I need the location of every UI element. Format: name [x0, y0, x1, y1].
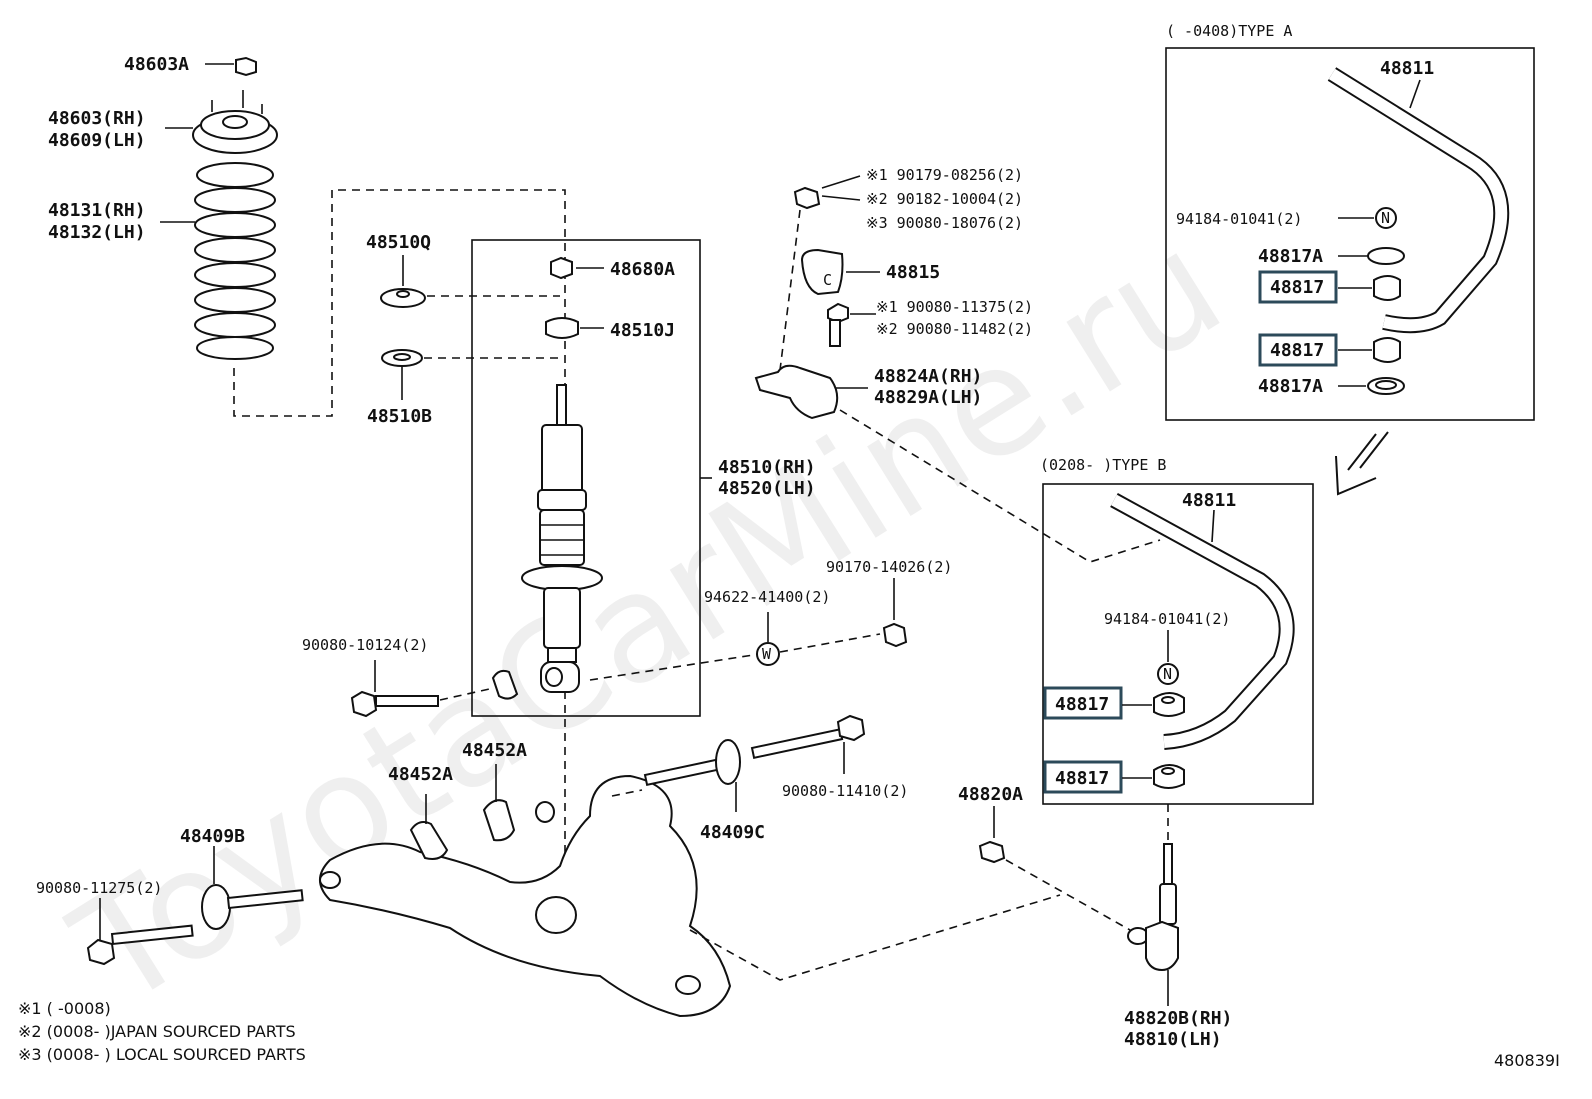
type-a-stabilizer-label: 48811 [1380, 58, 1434, 79]
label-90080-11410: 90080-11410(2) [782, 782, 908, 800]
label-48132-lh: 48132(LH) [48, 222, 146, 243]
cam-bolt-48409b[interactable] [201, 884, 304, 930]
type-a-to-b-arrow-icon [1335, 431, 1389, 496]
label-48131-rh: 48131(RH) [48, 200, 146, 221]
type-b-nut-label: 94184-01041(2) [1104, 610, 1230, 628]
nut-48820a[interactable] [978, 840, 1006, 864]
label-90080-18076: ※3 90080-18076(2) [866, 214, 1023, 232]
label-48820b-rh: 48820B(RH) [1124, 1008, 1232, 1029]
label-48603a: 48603A [124, 54, 189, 75]
type-b-bushing-upper-label: 48817 [1055, 694, 1109, 715]
type-a-bushing-upper-label: 48817 [1270, 277, 1324, 298]
nut-48603a[interactable] [235, 56, 257, 77]
label-48510q: 48510Q [366, 232, 431, 253]
footnote-1: ※1 ( -0008) [18, 999, 111, 1018]
label-48452a-left: 48452A [388, 764, 453, 785]
label-48510b: 48510B [367, 406, 432, 427]
stabilizer-link[interactable] [1127, 843, 1179, 972]
cushion-48510q[interactable] [380, 288, 426, 308]
bolt-90080-10124[interactable] [350, 690, 439, 718]
label-48820a: 48820A [958, 784, 1023, 805]
type-b-bushing-upper-highlight[interactable] [1043, 686, 1123, 720]
type-a-retainer-top-label: 48817A [1258, 246, 1323, 267]
label-48409c: 48409C [700, 822, 765, 843]
label-48824a-rh: 48824A(RH) [874, 366, 982, 387]
label-48829a-lh: 48829A(LH) [874, 387, 982, 408]
n-marker-b: N [1163, 665, 1172, 683]
type-a-box [1165, 47, 1535, 421]
label-94622-41400: 94622-41400(2) [704, 588, 830, 606]
label-48409b: 48409B [180, 826, 245, 847]
label-48452a-right: 48452A [462, 740, 527, 761]
cushion-48510j[interactable] [545, 317, 579, 339]
label-90080-11482: ※2 90080-11482(2) [876, 320, 1033, 338]
label-48520-lh: 48520(LH) [718, 478, 816, 499]
label-90080-10124: 90080-10124(2) [302, 636, 428, 654]
type-a-bushing-upper[interactable] [1373, 275, 1401, 301]
stabilizer-bracket[interactable] [754, 364, 839, 420]
bolt-90080-11275[interactable] [86, 924, 194, 966]
diagram-id: 480839I [1494, 1051, 1560, 1070]
label-90080-11375: ※1 90080-11375(2) [876, 298, 1033, 316]
type-b-box [1042, 483, 1314, 805]
washer-48510b[interactable] [381, 349, 423, 367]
label-48815: 48815 [886, 262, 940, 283]
type-b-stabilizer-label: 48811 [1182, 490, 1236, 511]
type-b-bushing-upper[interactable] [1153, 692, 1185, 717]
type-a-nut[interactable]: N [1375, 207, 1397, 229]
cam-bolt-48409c[interactable] [643, 739, 741, 786]
label-48510j: 48510J [610, 320, 675, 341]
bushing-shock-lower[interactable] [491, 669, 519, 700]
label-48680a: 48680A [610, 259, 675, 280]
bolt-bracket[interactable] [827, 302, 849, 347]
footnote-2: ※2 (0008- )JAPAN SOURCED PARTS [18, 1022, 296, 1041]
w-marker: W [762, 645, 772, 663]
type-b-bushing-lower-label: 48817 [1055, 768, 1109, 789]
c-marker: C [823, 271, 832, 289]
type-a-retainer-bottom[interactable] [1367, 377, 1405, 395]
type-b-bushing-lower[interactable] [1153, 764, 1185, 789]
label-48603-rh: 48603(RH) [48, 108, 146, 129]
label-48810-lh: 48810(LH) [1124, 1029, 1222, 1050]
label-90179-08256: ※1 90179-08256(2) [866, 166, 1023, 184]
type-a-title: ( -0408)TYPE A [1166, 22, 1292, 40]
type-b-title: (0208- )TYPE B [1040, 456, 1166, 474]
type-a-retainer-top[interactable] [1367, 247, 1405, 265]
type-a-bushing-lower-highlight[interactable] [1258, 333, 1338, 367]
type-b-nut[interactable]: N [1157, 663, 1179, 685]
bolt-90080-11410[interactable] [750, 714, 866, 759]
washer-94622-41400[interactable]: W [756, 642, 780, 666]
spring-upper-seat[interactable] [192, 90, 278, 154]
shock-absorber[interactable] [521, 384, 603, 693]
stabilizer-bar-type-a[interactable] [1327, 67, 1510, 334]
type-a-bushing-upper-highlight[interactable] [1258, 270, 1338, 304]
bushing-48452a-left[interactable] [409, 821, 449, 860]
lower-control-arm[interactable] [319, 774, 732, 1018]
type-a-nut-label: 94184-01041(2) [1176, 210, 1302, 228]
type-a-bushing-lower[interactable] [1373, 337, 1401, 363]
n-marker-a: N [1381, 209, 1390, 227]
label-48510-rh: 48510(RH) [718, 457, 816, 478]
stabilizer-bushing-48815[interactable]: C [800, 248, 844, 296]
label-48609-lh: 48609(LH) [48, 130, 146, 151]
type-a-bushing-lower-label: 48817 [1270, 340, 1324, 361]
type-a-retainer-bottom-label: 48817A [1258, 376, 1323, 397]
coil-spring[interactable] [194, 162, 276, 360]
nut-stabilizer-bracket[interactable] [793, 186, 821, 210]
bushing-48452a-right[interactable] [482, 799, 516, 842]
nut-48680a[interactable] [550, 256, 573, 280]
label-90170-14026: 90170-14026(2) [826, 558, 952, 576]
nut-90170-14026[interactable] [882, 622, 908, 648]
label-90080-11275: 90080-11275(2) [36, 879, 162, 897]
stabilizer-bar-type-b[interactable] [1110, 492, 1295, 750]
label-90182-10004: ※2 90182-10004(2) [866, 190, 1023, 208]
type-b-bushing-lower-highlight[interactable] [1043, 760, 1123, 794]
footnote-3: ※3 (0008- ) LOCAL SOURCED PARTS [18, 1045, 306, 1064]
